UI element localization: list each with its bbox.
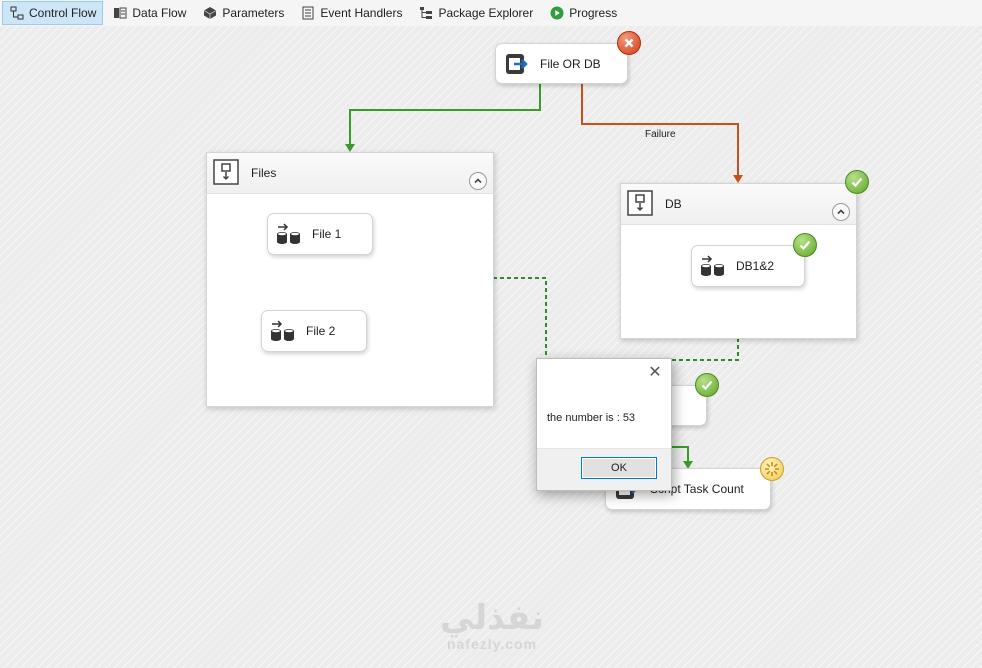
success-status-icon: [695, 373, 719, 397]
watermark: نفذلي nafezly.com: [432, 600, 552, 652]
sequence-container-icon: [213, 159, 239, 185]
close-icon[interactable]: ✕: [648, 364, 662, 381]
tab-progress[interactable]: Progress: [542, 1, 624, 25]
task-db1-2[interactable]: DB1&2: [691, 245, 805, 287]
control-flow-icon: [9, 5, 25, 21]
tab-control-flow[interactable]: Control Flow: [2, 1, 104, 25]
tab-label: Data Flow: [132, 6, 187, 20]
tab-event-handlers[interactable]: Event Handlers: [293, 1, 409, 25]
execute-sql-task-icon: [268, 316, 298, 346]
sequence-container-icon: [627, 190, 653, 216]
task-label: File OR DB: [540, 56, 601, 71]
ok-button[interactable]: OK: [581, 457, 657, 479]
task-file-2[interactable]: File 2: [261, 310, 367, 352]
task-file-1[interactable]: File 1: [267, 213, 373, 255]
watermark-latin: nafezly.com: [446, 636, 538, 652]
script-task-icon: [502, 49, 532, 79]
success-status-icon: [845, 170, 869, 194]
message-text: the number is : 53: [547, 412, 636, 424]
success-status-icon: [793, 233, 817, 257]
tab-label: Control Flow: [29, 6, 97, 20]
task-label: DB1&2: [736, 259, 775, 273]
tab-label: Package Explorer: [438, 6, 534, 20]
data-flow-icon: [112, 5, 128, 21]
task-label: Script Task Count: [650, 482, 744, 496]
collapse-chevron-icon[interactable]: [469, 172, 487, 190]
container-header: Files: [207, 153, 493, 194]
running-status-icon: [760, 457, 784, 481]
task-file-or-db[interactable]: File OR DB: [495, 43, 628, 84]
execute-sql-task-icon: [698, 251, 728, 281]
event-handlers-icon: [300, 5, 316, 21]
task-label: File 2: [306, 324, 336, 338]
parameters-icon: [202, 5, 218, 21]
package-explorer-icon: [418, 5, 434, 21]
container-title: DB: [665, 197, 682, 211]
progress-icon: [549, 5, 565, 21]
collapse-chevron-icon[interactable]: [832, 203, 850, 221]
tab-label: Parameters: [222, 6, 285, 20]
message-box-footer: OK: [537, 448, 671, 490]
failure-label: Failure: [645, 129, 676, 140]
tab-parameters[interactable]: Parameters: [195, 1, 291, 25]
designer-tab-bar: Control Flow Data Flow Parameters Event …: [0, 0, 982, 26]
task-label: File 1: [312, 227, 342, 241]
tab-label: Event Handlers: [320, 6, 403, 20]
watermark-arabic: نفذلي: [439, 598, 545, 638]
tab-data-flow[interactable]: Data Flow: [105, 1, 193, 25]
container-header: DB: [621, 184, 856, 225]
error-status-icon: [617, 31, 641, 55]
sequence-container-files[interactable]: Files: [206, 152, 494, 407]
tab-package-explorer[interactable]: Package Explorer: [411, 1, 540, 25]
execute-sql-task-icon: [274, 219, 304, 249]
container-title: Files: [251, 166, 277, 180]
tab-label: Progress: [569, 6, 618, 20]
message-box: ✕ the number is : 53 OK: [536, 358, 672, 491]
